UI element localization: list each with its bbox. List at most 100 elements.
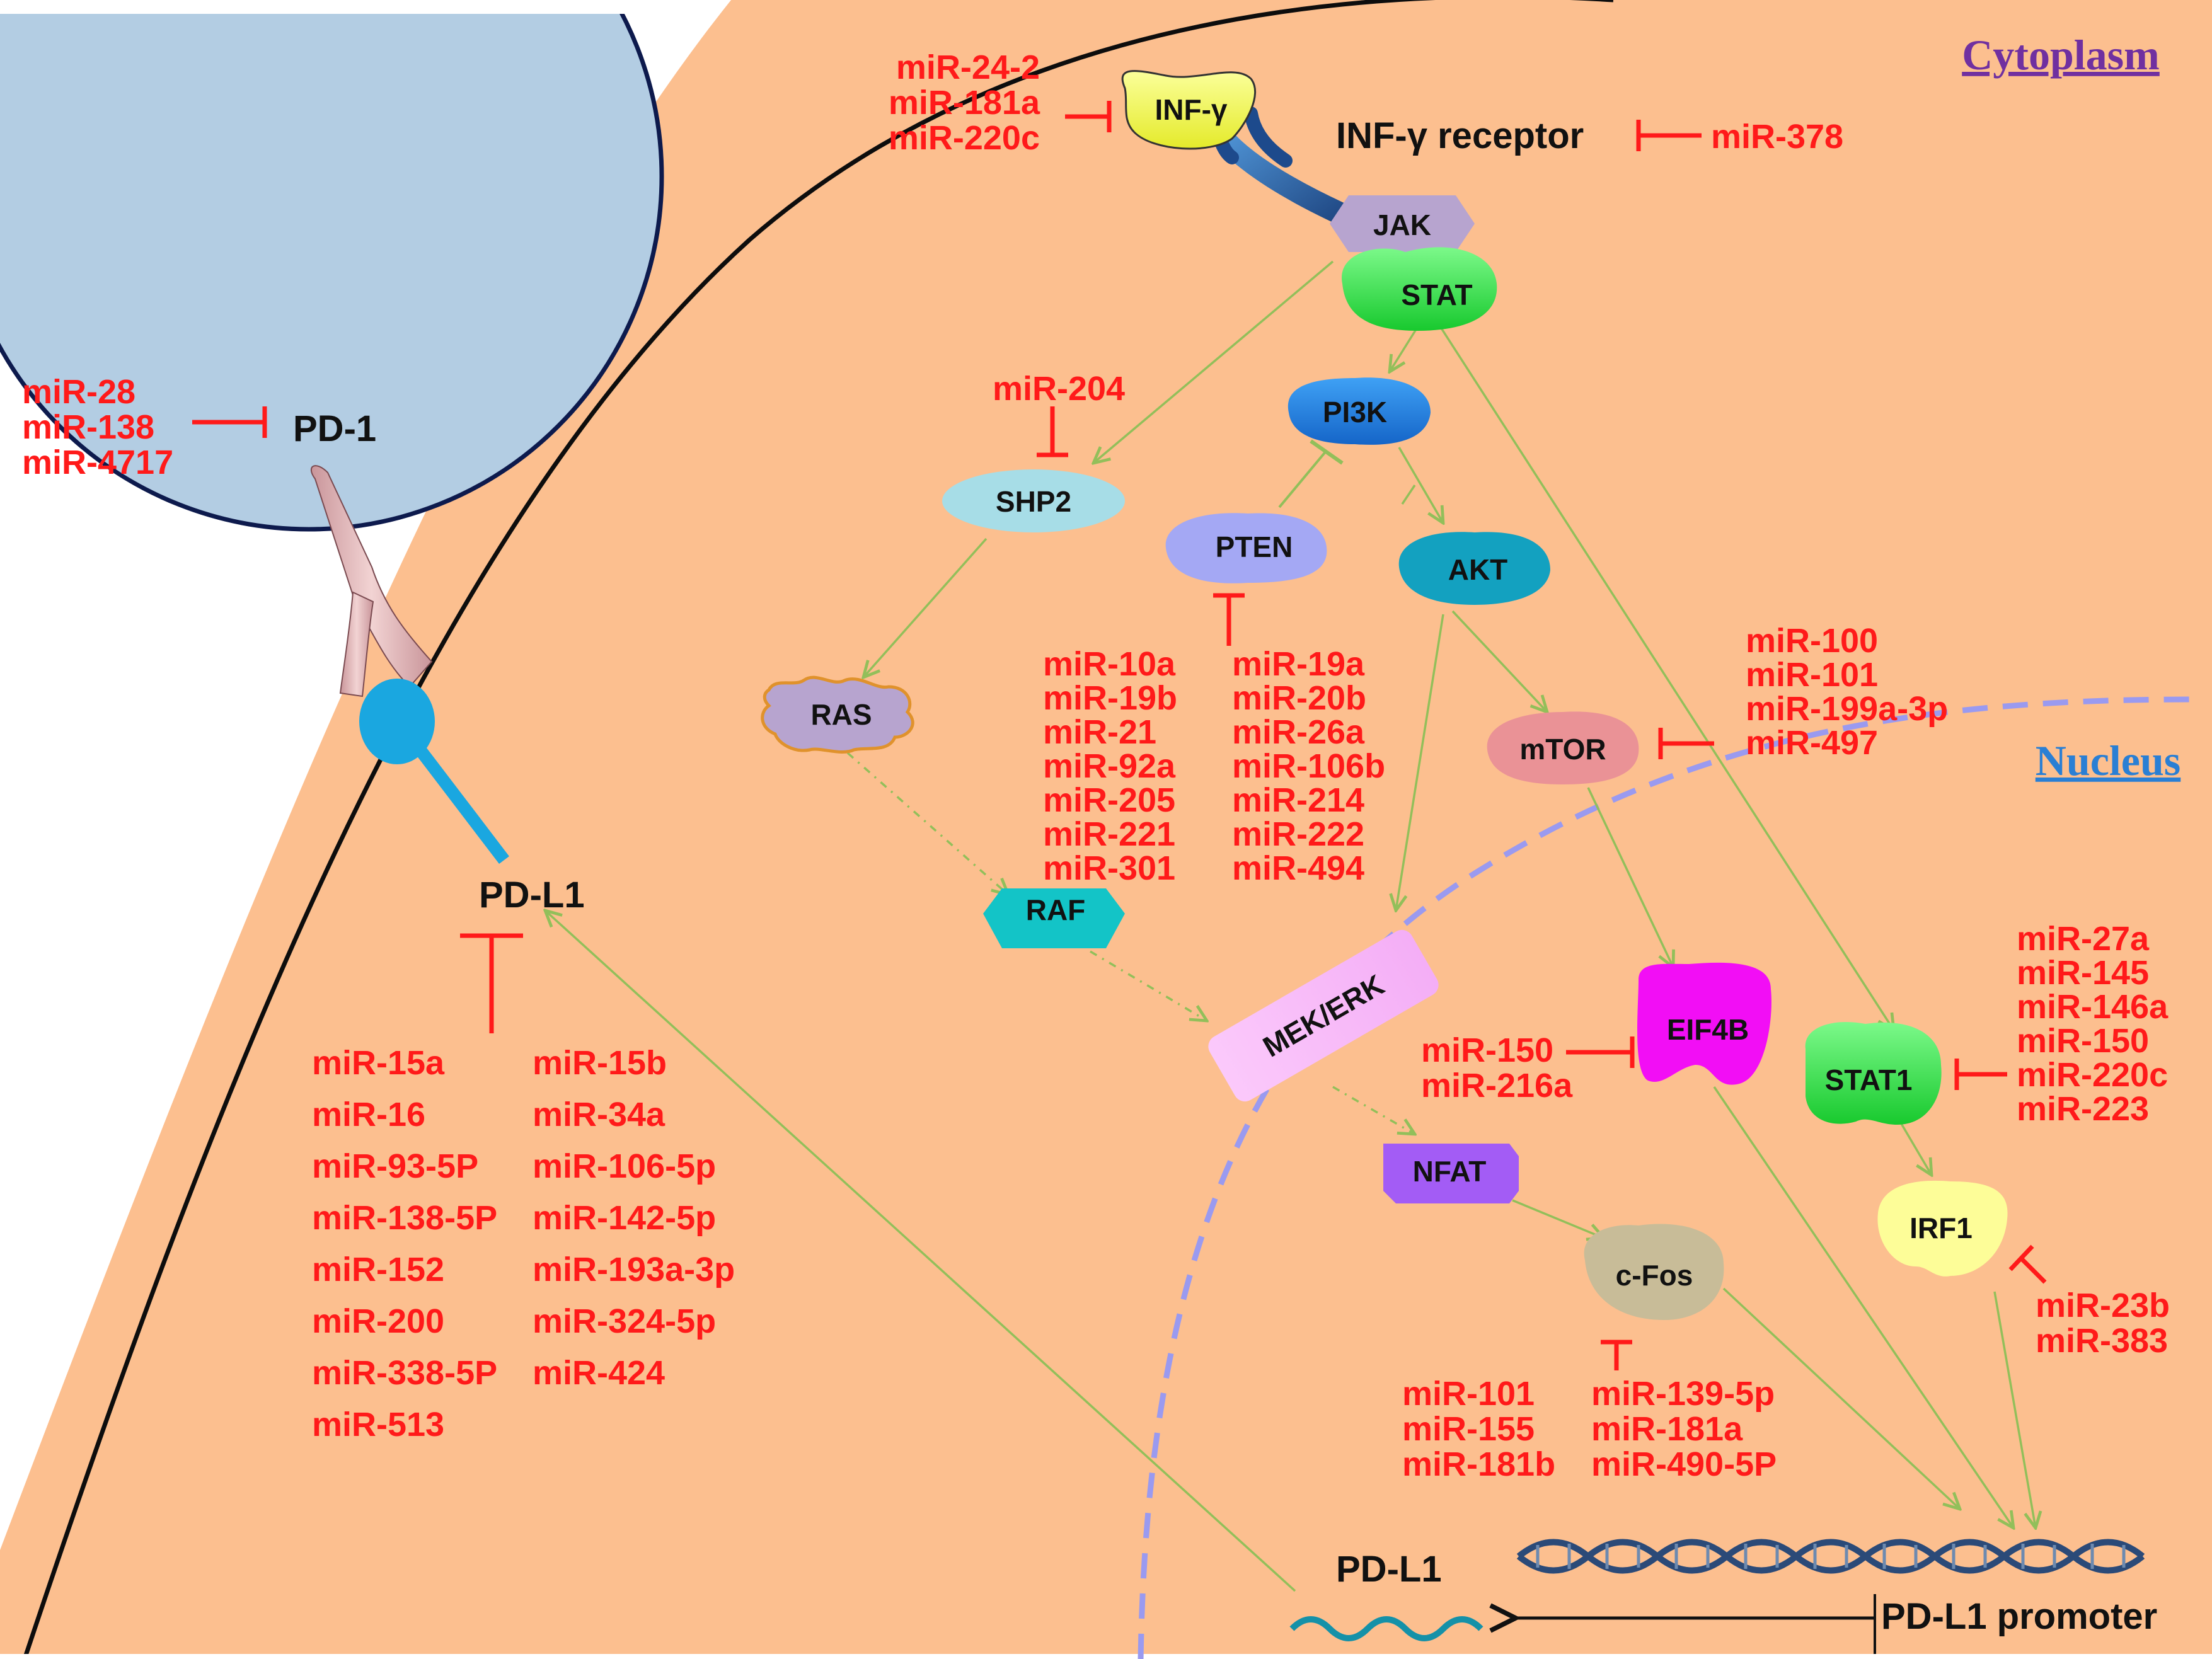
nucleus-label: Nucleus [2036, 737, 2180, 784]
mirna-label: miR-152 [312, 1251, 444, 1289]
ifng-ligand: INF-γ [1121, 70, 1256, 150]
mirna-label: miR-494 [1232, 849, 1364, 887]
mirna-label: miR-181a [1591, 1410, 1743, 1448]
activation-arrows [545, 260, 2036, 1592]
jak-label: JAK [1373, 209, 1431, 241]
mirna-label: miR-142-5p [533, 1199, 716, 1237]
mirna-label: miR-214 [1232, 781, 1364, 819]
arrow-ras-raf [846, 752, 1008, 895]
mirna-label: miR-21 [1043, 713, 1156, 751]
pd1-receptor [311, 465, 433, 697]
inhib-eif4b [1566, 1036, 1635, 1068]
mirna-label: miR-100 [1746, 622, 1878, 660]
mirna-label: miR-27a [2017, 920, 2150, 958]
ras-node: RAS [761, 675, 914, 754]
arrow-stat-stat1 [1436, 321, 1894, 1030]
pdl1-mrna [1289, 1616, 1483, 1641]
mirna-label: miR-139-5p [1591, 1375, 1775, 1413]
mirna-label: miR-10a [1043, 645, 1176, 683]
raf-node: RAF [983, 888, 1125, 948]
inhib-pten [1213, 593, 1245, 646]
pdl1-mrna-label: PD-L1 [1336, 1549, 1442, 1590]
arrow-mtor-eif4b [1587, 787, 1673, 967]
arrow-raf-mek [1090, 950, 1207, 1021]
mirna-label: miR-220c [889, 119, 1040, 157]
mirna-label: miR-181a [889, 84, 1040, 122]
ras-label: RAS [810, 698, 872, 731]
mirna-label: miR-106-5p [533, 1147, 716, 1185]
mirna-label: miR-106b [1232, 747, 1385, 785]
mirna-label: miR-193a-3p [533, 1251, 735, 1289]
cfos-node: c-Fos [1584, 1224, 1724, 1320]
arrow-shp2-ras [863, 537, 988, 677]
mirna-label: miR-4717 [22, 444, 173, 481]
nfat-node: NFAT [1383, 1144, 1519, 1203]
pdl1-ligand [359, 679, 509, 864]
mirna-label: miR-101 [1746, 656, 1878, 694]
stat-node: STAT [1342, 247, 1497, 331]
mirna-label: miR-338-5P [312, 1354, 497, 1392]
stat1-label: STAT1 [1825, 1064, 1913, 1096]
stat-label: STAT [1401, 278, 1472, 311]
pi3k-node: PI3K [1287, 377, 1431, 445]
bottom-white-strip [0, 1654, 2212, 1659]
inhib-pd1 [192, 406, 267, 438]
akt-label: AKT [1448, 553, 1508, 586]
mirna-group-shp2: miR-204 [993, 370, 1125, 408]
mtor-node: mTOR [1487, 711, 1639, 784]
mirna-label: miR-93-5P [312, 1147, 478, 1185]
akt-node: AKT [1398, 532, 1550, 605]
irf1-label: IRF1 [1910, 1212, 1973, 1244]
mirna-label: miR-15a [312, 1044, 445, 1082]
arrow-pi3k-akt [1398, 447, 1443, 523]
raf-label: RAF [1026, 893, 1086, 926]
eif4b-node: EIF4B [1637, 962, 1771, 1085]
mirna-label: miR-301 [1043, 849, 1175, 887]
arrow-nfat-cfos [1512, 1199, 1604, 1238]
cfos-label: c-Fos [1616, 1259, 1693, 1292]
mirna-group-pdl1-right: miR-15bmiR-34amiR-106-5pmiR-142-5pmiR-19… [533, 1044, 735, 1392]
mirna-label: miR-145 [2017, 954, 2149, 992]
dna-helix [1516, 1539, 2145, 1574]
mirna-label: miR-383 [2036, 1322, 2168, 1360]
nucleus-envelope [1138, 696, 2194, 1659]
nfat-label: NFAT [1413, 1155, 1487, 1188]
mirna-label: miR-199a-3p [1746, 690, 1948, 728]
mirna-label: miR-138 [22, 408, 154, 446]
mirna-label: miR-19a [1232, 645, 1365, 683]
mirna-label: miR-222 [1232, 815, 1364, 853]
inhib-cfos [1601, 1340, 1632, 1370]
mirna-label: miR-28 [22, 373, 135, 411]
inhib-ifng [1065, 101, 1112, 132]
mirna-label: miR-150 [1421, 1031, 1553, 1069]
mirna-group-stat1: miR-27amiR-145miR-146amiR-150miR-220cmiR… [2017, 920, 2169, 1128]
shp2-label: SHP2 [996, 485, 1071, 518]
arrow-mek-nfat [1332, 1086, 1415, 1134]
arrow-cfos-promoter [1722, 1287, 1960, 1509]
ifng-label: INF-γ [1155, 93, 1228, 126]
mirna-label: miR-200 [312, 1302, 444, 1340]
mirna-label: miR-16 [312, 1096, 425, 1134]
mirna-group-ifng-receptor: miR-378 [1711, 118, 1843, 156]
pten-label: PTEN [1216, 531, 1293, 563]
t-cell [0, 0, 664, 532]
mirna-label: miR-378 [1711, 118, 1843, 156]
mirna-label: miR-324-5p [533, 1302, 716, 1340]
mirna-label: miR-34a [533, 1096, 665, 1134]
mirna-label: miR-24-2 [896, 49, 1040, 86]
mirna-label: miR-146a [2017, 988, 2169, 1026]
mirna-label: miR-26a [1232, 713, 1365, 751]
pten-inhibits-pi3k [1278, 439, 1344, 508]
pdl1-promoter-label: PD-L1 promoter [1881, 1596, 2157, 1637]
arrow-irf1-promoter [1993, 1291, 2036, 1528]
arrow-stat1-irf1 [1899, 1121, 1932, 1175]
inhib-irf1 [2008, 1244, 2047, 1284]
tumor-cell-membrane [23, 0, 1613, 1658]
mirna-label: miR-101 [1402, 1375, 1535, 1413]
